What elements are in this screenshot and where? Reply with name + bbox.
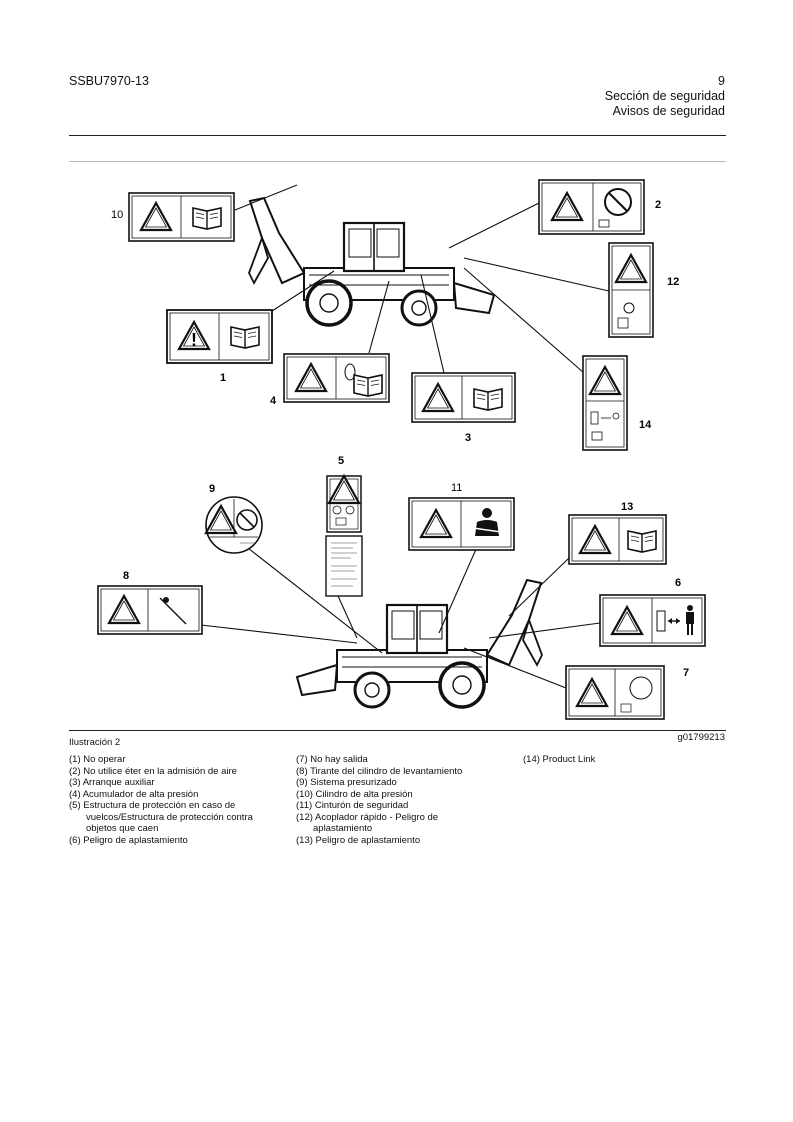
legend-item: (7) No hay salida [296,754,368,765]
decal-1: ! [166,309,273,364]
legend-item: objetos que caen [86,823,159,834]
callout-14: 14 [639,419,652,431]
legend-item: (3) Arranque auxiliar [69,777,155,788]
callout-6: 6 [675,577,681,589]
legend-item: (6) Peligro de aplastamiento [69,834,188,846]
callout-5: 5 [338,455,344,467]
doc-code: SSBU7970-13 [69,74,149,88]
decal-7 [565,665,665,720]
legend-item: vuelcos/Estructura de protección contra [86,811,253,823]
legend-item: (13) Peligro de aplastamiento [296,834,421,846]
callout-10: 10 [111,209,123,221]
legend-item: (12) Acoplador rápido - Peligro de [296,811,439,823]
legend-item: (8) Tirante del cilindro de levantamient… [296,765,463,777]
legend-item: (10) Cilindro de alta presión [296,788,413,800]
decal-14 [582,355,628,451]
callout-7: 7 [683,667,689,679]
legend-item: (14) Product Link [523,754,596,765]
legend-item: (1) No operar [69,754,126,765]
decal-10 [128,192,235,242]
legend-item: (11) Cinturón de seguridad [296,800,409,811]
decal-8 [97,585,203,635]
legend-column-1: (1) No operar (2) No utilice éter en la … [69,754,253,846]
header-right: 9 Sección de seguridad Avisos de segurid… [605,74,725,119]
decal-5 [325,474,363,597]
callout-2: 2 [655,199,661,211]
svg-text:!: ! [191,330,197,350]
callout-9: 9 [209,483,215,495]
callout-1: 1 [220,372,226,384]
callout-12: 12 [667,276,679,288]
decal-4 [283,353,390,403]
section-title: Sección de seguridad [604,89,725,103]
legend-item: (2) No utilice éter en la admisión de ai… [69,765,237,777]
figure-top-rule [69,161,726,162]
decal-2 [538,179,645,235]
figure-caption: Ilustración 2 [69,737,121,748]
decal-13 [568,514,667,565]
callout-3: 3 [465,432,471,444]
legend-column-3: (14) Product Link [523,754,595,766]
legend-column-2: (7) No hay salida (8) Tirante del cilind… [296,754,462,846]
legend-item: aplastamiento [313,823,373,834]
figure-id: g01799213 [677,732,725,743]
callout-13: 13 [621,501,633,513]
decal-6 [599,594,706,647]
backhoe-machine-top [247,196,496,327]
figure-bottom-rule [69,730,726,731]
safety-decal-illustration: 10 2 12 ! 1 4 [97,179,706,720]
decal-9 [204,496,263,554]
header-rule [69,135,726,136]
legend-item: (9) Sistema presurizado [296,777,397,788]
decal-12 [608,242,654,338]
callout-4: 4 [270,395,277,407]
leader-lines-top [234,184,610,374]
callout-11: 11 [451,482,462,494]
backhoe-machine-bottom [295,578,544,709]
page-number: 9 [718,74,725,88]
callout-8: 8 [123,570,129,582]
subsection-title: Avisos de seguridad [612,104,725,118]
leader-lines-bottom [200,540,601,689]
legend-item: (4) Acumulador de alta presión [69,788,199,800]
legend-item: (5) Estructura de protección en caso de [69,800,236,811]
decal-3 [411,372,516,423]
decal-11 [408,497,515,551]
